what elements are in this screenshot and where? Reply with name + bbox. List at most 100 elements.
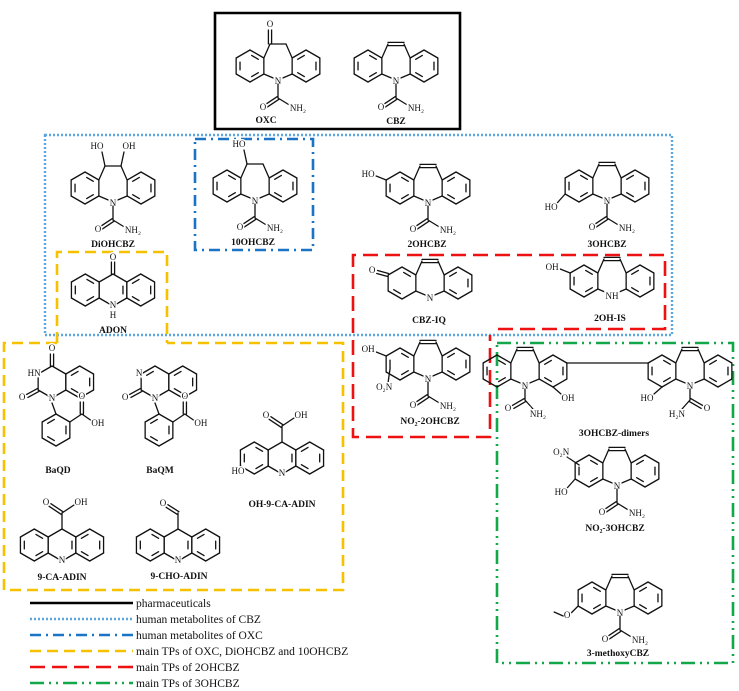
bond	[274, 174, 282, 180]
atom-label: N	[136, 368, 143, 378]
bond	[240, 193, 256, 201]
bond	[144, 437, 160, 447]
bond	[605, 503, 619, 513]
atom-label: N	[393, 76, 400, 86]
bond	[413, 165, 421, 181]
bond	[552, 378, 568, 388]
bond	[98, 195, 114, 203]
bond	[625, 288, 641, 298]
bond	[602, 448, 610, 464]
bond	[631, 269, 639, 275]
atom-label: O	[49, 343, 56, 353]
bond	[75, 552, 91, 562]
atom-label: O	[19, 392, 26, 402]
bond	[592, 163, 600, 179]
bond	[614, 163, 622, 179]
bond	[80, 533, 89, 539]
bond	[255, 464, 264, 470]
bond	[130, 390, 143, 399]
bond	[591, 581, 607, 591]
molecule-label: 9-CA-ADIN	[37, 573, 86, 583]
bond	[449, 271, 457, 277]
bond	[620, 169, 636, 179]
bond	[151, 533, 160, 539]
bond	[401, 176, 409, 182]
bond	[253, 441, 269, 451]
bond	[140, 389, 156, 399]
bond	[146, 370, 154, 376]
bond	[70, 273, 86, 283]
bond	[447, 176, 455, 182]
bond	[559, 268, 571, 274]
bond	[243, 218, 257, 228]
legend-label: human metabolites of CBZ	[136, 614, 261, 626]
bond	[254, 217, 269, 227]
box-tps-2ohcbz	[351, 253, 667, 439]
legend-item-oxc_metabolites: human metabolites of OXC	[30, 630, 263, 642]
bond	[65, 365, 81, 375]
bond	[441, 171, 457, 181]
bond	[443, 266, 459, 276]
bond	[267, 465, 283, 475]
bond	[235, 73, 251, 83]
bond	[235, 49, 251, 59]
bond	[605, 605, 621, 613]
bond	[498, 359, 506, 365]
bond	[251, 54, 259, 60]
bond	[602, 478, 618, 486]
legend-label: main TPs of 3OHCBZ	[136, 678, 240, 690]
bond	[636, 477, 644, 483]
bond	[399, 347, 415, 357]
bond	[376, 269, 390, 275]
bond	[624, 448, 632, 464]
bond	[149, 552, 165, 562]
bond	[717, 378, 733, 388]
box-tps-oxc	[2, 250, 345, 592]
bond	[441, 371, 457, 381]
bond	[149, 528, 165, 538]
atom-label: OH	[75, 497, 88, 507]
molecule-label: OXC	[255, 116, 276, 126]
bond	[709, 377, 717, 383]
bond	[455, 371, 471, 381]
bond	[416, 220, 430, 230]
bond	[80, 551, 89, 557]
bond	[184, 413, 196, 422]
bond	[619, 258, 627, 274]
bond	[37, 365, 53, 375]
bond	[33, 528, 49, 538]
bond	[140, 171, 156, 181]
bond	[681, 399, 691, 410]
atom-label: OH	[362, 344, 375, 354]
bond	[281, 441, 297, 451]
bond	[387, 367, 391, 383]
bond	[249, 49, 265, 59]
bond	[606, 628, 620, 638]
bond	[98, 297, 114, 307]
atom-label: O	[110, 252, 117, 262]
bond	[55, 437, 71, 447]
bond	[385, 371, 401, 381]
bond	[98, 273, 114, 283]
bond	[126, 195, 142, 205]
bond	[577, 605, 593, 615]
bond	[305, 49, 321, 59]
bond	[455, 195, 471, 205]
bond	[588, 454, 604, 464]
atom-label: O	[260, 102, 267, 112]
bond	[578, 169, 594, 179]
bond	[482, 378, 498, 388]
atom-label: N	[425, 374, 432, 384]
bond	[639, 288, 655, 298]
bond	[510, 348, 518, 364]
bond	[264, 96, 278, 106]
bond	[496, 378, 512, 388]
bond	[644, 454, 660, 464]
bond	[413, 195, 429, 203]
